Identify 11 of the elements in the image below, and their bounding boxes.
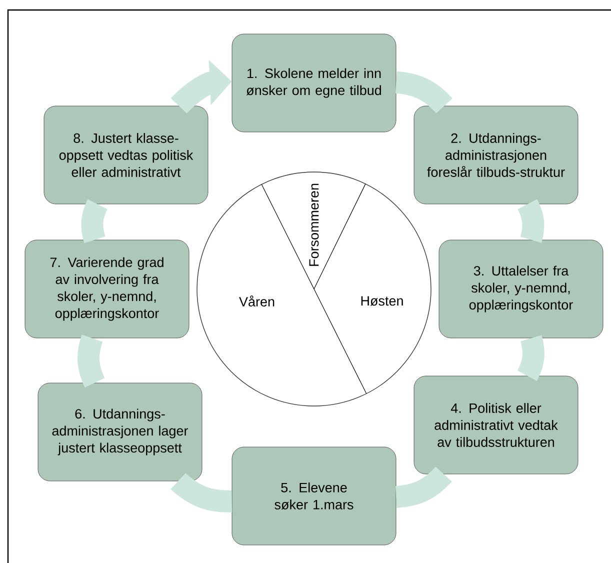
process-box: 1. Skolene melder inn ønsker om egne tilbud bbox=[232, 34, 396, 132]
process-box: 4. Politisk eller administrativt vedtak av tilbudsstrukturen bbox=[414, 376, 578, 474]
process-box: 2. Utdannings-administrasjonen foreslår tilbuds-struktur bbox=[414, 106, 578, 204]
process-box: 5. Elevene søker 1.mars bbox=[232, 446, 396, 546]
process-box: 8. Justert klasse-oppsett vedtas politisk eller administrativt bbox=[44, 106, 208, 204]
sector-label: Våren bbox=[239, 296, 274, 306]
sector-label: Høsten bbox=[361, 296, 403, 306]
process-box: 6. Utdannings-administrasjonen lager justert klasseoppsett bbox=[38, 382, 202, 482]
process-box: 3. Uttalelser fra skoler, y-nemnd, opplæringskontor bbox=[438, 240, 604, 338]
sector-label: Forsommeren bbox=[309, 184, 319, 266]
process-box: 7. Varierende grad av involvering fra skoler, y-nemnd, opplæringskontor bbox=[24, 240, 190, 338]
